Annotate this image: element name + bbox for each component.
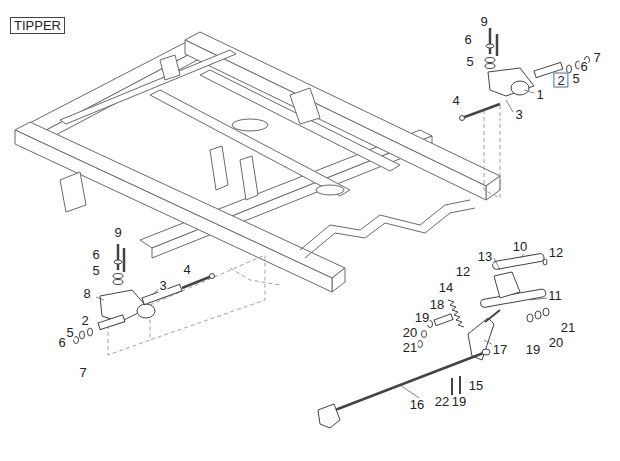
callout-number: 5	[65, 326, 74, 340]
callout-number: 4	[451, 94, 460, 108]
callout-number: 20	[548, 336, 564, 350]
callout-number: 17	[492, 343, 508, 357]
callout-number: 6	[579, 60, 588, 74]
callout-number: 14	[438, 281, 454, 295]
callout-number: 11	[547, 289, 563, 303]
callout-number: 13	[477, 250, 493, 264]
callout-number: 12	[455, 265, 471, 279]
callout-number: 8	[82, 287, 91, 301]
callout-number: 5	[571, 72, 580, 86]
callout-number: 20	[402, 326, 418, 340]
callout-number: 2	[80, 314, 89, 328]
callout-number: 5	[91, 264, 100, 278]
callout-number: 12	[548, 246, 564, 260]
callout-number: 3	[514, 108, 523, 122]
callout-number: 9	[113, 226, 122, 240]
callout-number: 19	[525, 343, 541, 357]
callout-number: 6	[91, 248, 100, 262]
callout-number: 15	[468, 379, 484, 393]
callout-number: 2	[553, 73, 568, 88]
callout-number: 6	[463, 33, 472, 47]
callout-number: 18	[429, 298, 445, 312]
callout-number: 1	[535, 88, 544, 102]
diagram-title: TIPPER	[10, 17, 65, 34]
callout-number: 19	[414, 311, 430, 325]
callout-number: 5	[465, 55, 474, 69]
callout-number: 21	[560, 321, 576, 335]
callout-number: 9	[479, 15, 488, 29]
callout-number: 7	[592, 51, 601, 65]
callout-number: 7	[78, 366, 87, 380]
callout-number: 6	[57, 336, 66, 350]
callout-number: 10	[512, 240, 528, 254]
callout-number: 3	[158, 279, 167, 293]
callout-number: 4	[182, 263, 191, 277]
callout-number: 19	[451, 395, 467, 409]
callout-number: 16	[409, 398, 425, 412]
callout-number: 22	[434, 395, 450, 409]
callout-number: 21	[402, 341, 418, 355]
